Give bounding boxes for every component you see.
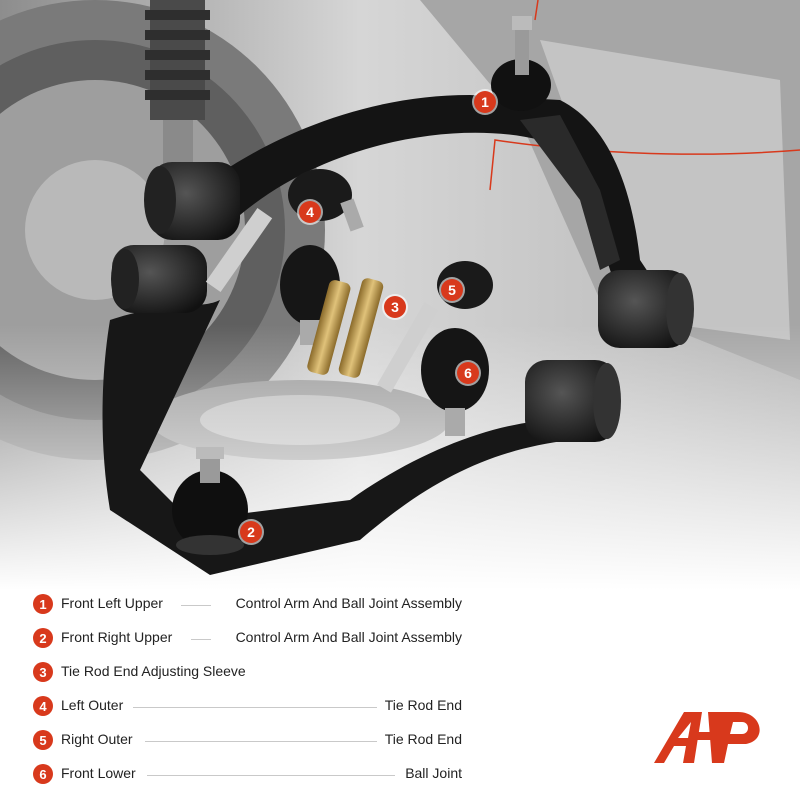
lower-control-arm xyxy=(102,245,621,575)
legend-label: Front Left Upper xyxy=(61,595,163,611)
adjusting-sleeves xyxy=(307,278,384,378)
legend-number: 4 xyxy=(33,696,53,716)
callout-badge-4: 4 xyxy=(299,201,321,223)
legend-row-5: 5 Right Outer Tie Rod End xyxy=(33,730,465,752)
legend-leader-line xyxy=(133,707,377,708)
upper-control-arm xyxy=(144,16,694,348)
legend-number: 3 xyxy=(33,662,53,682)
a-premium-logo-icon xyxy=(654,712,760,763)
legend-leader-line xyxy=(147,775,395,776)
legend-label: Front Lower xyxy=(61,765,136,781)
callout-badge-3: 3 xyxy=(384,296,406,318)
legend-label: Left Outer xyxy=(61,697,124,713)
legend-description: Control Arm And Ball Joint Assembly xyxy=(235,595,462,611)
legend-description: Tie Rod End xyxy=(384,731,462,747)
legend-label: Tie Rod End Adjusting Sleeve xyxy=(61,663,246,679)
legend-number: 1 xyxy=(33,594,53,614)
legend-row-4: 4 Left Outer Tie Rod End xyxy=(33,696,465,718)
product-photo xyxy=(0,0,800,590)
legend-row-3: 3 Tie Rod End Adjusting Sleeve xyxy=(33,662,465,684)
legend-number: 5 xyxy=(33,730,53,750)
legend-description: Tie Rod End xyxy=(384,697,462,713)
legend-leader-line xyxy=(145,741,377,742)
legend-description: Control Arm And Ball Joint Assembly xyxy=(235,629,462,645)
legend-number: 6 xyxy=(33,764,53,784)
lower-ball-joint xyxy=(421,328,489,436)
parts-legend: 1 Front Left Upper Control Arm And Ball … xyxy=(0,590,800,800)
legend-leader-line xyxy=(191,639,211,640)
callout-badge-5: 5 xyxy=(441,279,463,301)
callout-badge-6: 6 xyxy=(457,362,479,384)
legend-row-6: 6 Front Lower Ball Joint xyxy=(33,764,465,786)
legend-label: Front Right Upper xyxy=(61,629,173,645)
legend-description: Ball Joint xyxy=(405,765,462,781)
legend-row-2: 2 Front Right Upper Control Arm And Ball… xyxy=(33,628,465,650)
legend-row-1: 1 Front Left Upper Control Arm And Ball … xyxy=(33,594,465,616)
legend-leader-line xyxy=(181,605,211,606)
legend-number: 2 xyxy=(33,628,53,648)
callout-badge-1: 1 xyxy=(474,91,496,113)
legend-label: Right Outer xyxy=(61,731,133,747)
callout-badge-2: 2 xyxy=(240,521,262,543)
